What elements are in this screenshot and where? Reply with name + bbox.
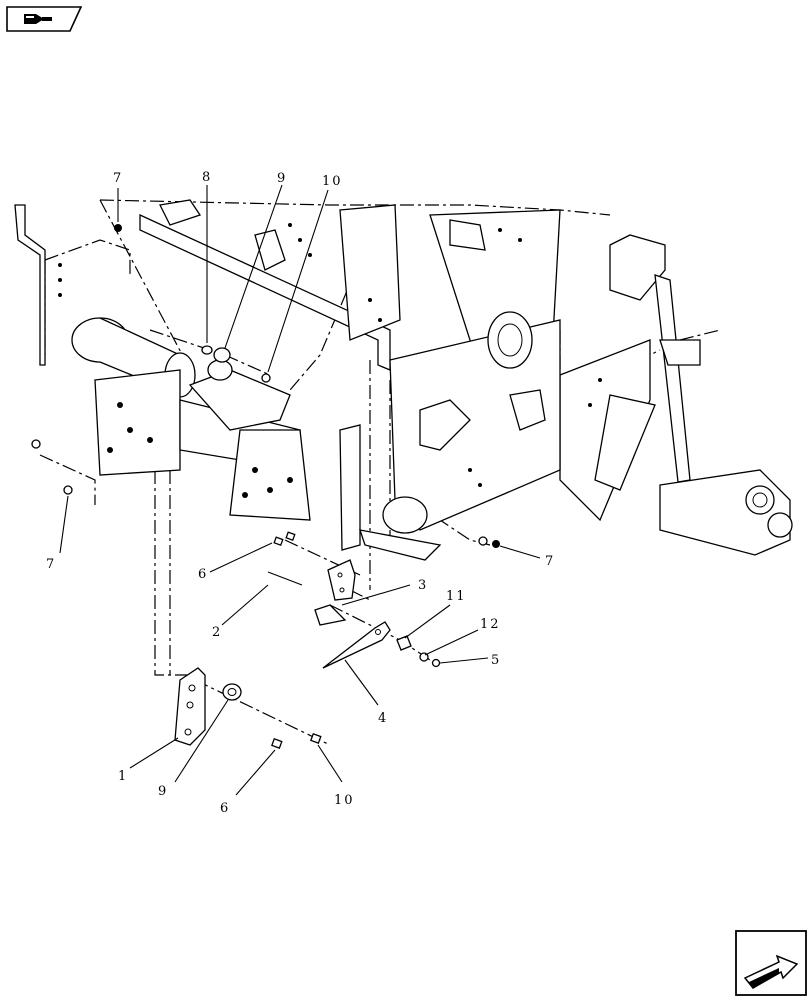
callout-8: 8	[202, 170, 212, 185]
part-9-spacer	[222, 683, 242, 701]
callout-10: 10	[334, 793, 355, 808]
callout-3: 3	[418, 578, 428, 593]
callout-5: 5	[491, 653, 501, 668]
part-6-bolts	[267, 531, 322, 749]
part-3-plate	[314, 559, 356, 626]
callout-7: 7	[545, 554, 555, 569]
callout-11: 11	[446, 589, 467, 604]
callout-12: 12	[480, 617, 501, 632]
callout-9: 9	[158, 784, 168, 799]
callout-4: 4	[378, 711, 388, 726]
callout-10: 10	[322, 174, 343, 189]
next-page-arrow-icon	[735, 930, 807, 996]
callout-7: 7	[113, 171, 123, 186]
part-7-nuts	[31, 224, 500, 548]
callout-6: 6	[220, 801, 230, 816]
callout-7: 7	[46, 557, 56, 572]
frame-holes	[58, 223, 602, 498]
next-page-button[interactable]	[735, 930, 807, 996]
callout-2: 2	[212, 625, 222, 640]
part-8-washer	[201, 345, 213, 355]
part-9-spacer-upper	[213, 347, 231, 363]
frame-side-plates	[14, 199, 793, 561]
previous-page-arrow-icon	[6, 6, 83, 32]
part-4-plate	[322, 621, 391, 669]
callout-labels: 7 8 9 10 7 6 2 3 7 11 12 5 4 1 9 6 10	[46, 170, 555, 816]
leader-lines	[59, 184, 541, 796]
part-1-bracket	[174, 667, 206, 746]
callout-6: 6	[198, 567, 208, 582]
callout-9: 9	[277, 171, 287, 186]
previous-page-button[interactable]	[6, 6, 83, 32]
callout-1: 1	[118, 769, 128, 784]
